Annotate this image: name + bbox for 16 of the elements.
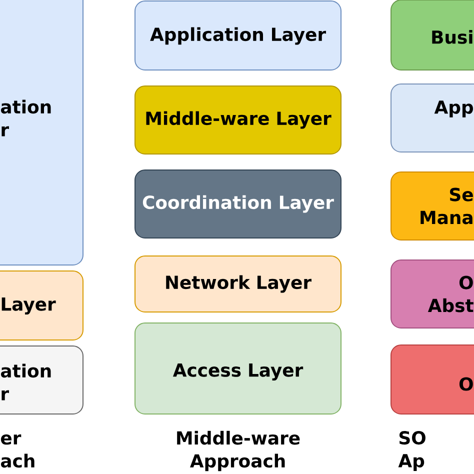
layer-box: O [390,344,474,414]
layer-box: Network Layer [134,256,342,312]
layer-box: Application Layer [134,0,342,70]
approach-label: SO Ap [398,431,426,471]
layer-box: Layer [0,270,84,340]
approach-label: Middle-ware Approach [177,430,300,472]
approach-label: er ach [0,434,34,468]
layer-box: Coordination Layer [134,170,342,238]
layer-box: Middle-ware Layer [134,86,342,154]
layer-box: ation r [0,346,84,414]
layer-box: Se Mana [390,172,474,240]
layer-box: ation r [0,0,84,266]
layer-box: App [390,84,474,152]
layer-box: O Abst [390,260,474,328]
layer-box: Access Layer [134,322,342,414]
layer-box: Busi [390,0,474,70]
